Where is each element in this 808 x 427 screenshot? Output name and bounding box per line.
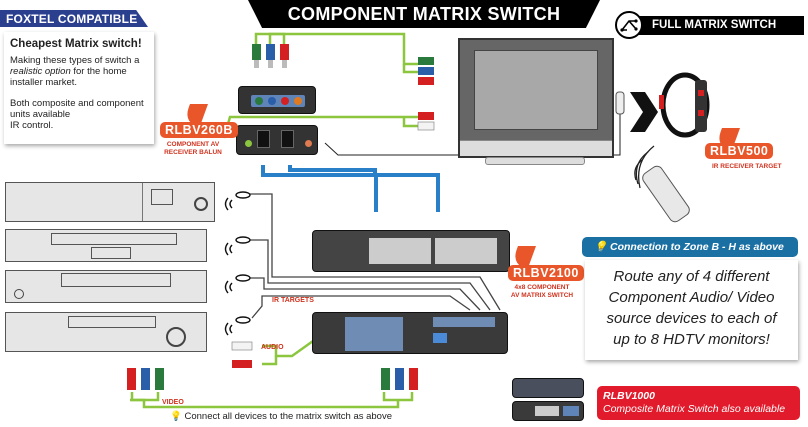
info-heading: Cheapest Matrix switch!	[10, 38, 142, 50]
composite-product-banner: RLBV1000 Composite Matrix Switch also av…	[597, 386, 800, 420]
product-tag-rlbv500: RLBV500	[705, 143, 774, 159]
ir-target-line-3	[250, 277, 481, 311]
audio-cable-matrix-b	[262, 356, 278, 366]
product-tag-rlbv2100: RLBV2100	[508, 265, 584, 281]
ir-target-line-1	[250, 193, 501, 311]
product-desc-rlbv500: IR RECEIVER TARGET	[712, 163, 782, 170]
connect-all-text: Connect all devices to the matrix switch…	[184, 411, 392, 422]
audio-label: AUDIO	[261, 344, 284, 351]
rca-plugs-audio	[231, 341, 253, 368]
desc-line: COMPONENT AV	[166, 141, 220, 148]
product-desc-rlbv260b: COMPONENT AV RECEIVER BALUN	[158, 141, 228, 157]
hdtv-monitor	[458, 38, 614, 158]
product-tag-rlbv1000: RLBV1000	[603, 390, 655, 402]
cat5-cable-1	[261, 165, 378, 212]
audio-cable-branch	[402, 117, 418, 128]
info-text: Both composite and component	[10, 98, 144, 109]
zone-connection-bar: 💡 Connection to Zone B - H as above	[582, 237, 798, 257]
connect-all-note: 💡 Connect all devices to the matrix swit…	[170, 411, 392, 422]
remote-control-icon	[642, 165, 690, 223]
route-line: up to 8 HDTV monitors!	[613, 331, 770, 348]
info-text: for the home installer market.	[10, 66, 127, 88]
video-cable-r	[382, 392, 414, 402]
desc-line: 4x8 COMPONENT	[514, 284, 570, 291]
desc-line: AV MATRIX SWITCH	[510, 292, 574, 299]
source-device-4	[5, 312, 207, 352]
info-paragraph-1: Making these types of switch a realistic…	[10, 55, 148, 88]
matrix-switch-device	[312, 312, 508, 354]
page-title: COMPONENT MATRIX SWITCH	[248, 0, 600, 28]
rca-plugs-video-right	[381, 368, 418, 390]
rca-plugs-video-left	[127, 368, 164, 390]
ir-plug-tv	[615, 91, 625, 115]
component-cable-top-branch-r	[402, 64, 418, 74]
info-text: units available	[10, 109, 71, 120]
lightbulb-icon: 💡	[594, 241, 608, 253]
component-receiver-device	[238, 86, 316, 114]
info-emphasis: realistic option	[10, 66, 71, 77]
ir-targets-label: IR TARGETS	[272, 297, 314, 304]
remote-signal-icon	[634, 145, 655, 189]
video-label: VIDEO	[162, 399, 184, 406]
desc-line: RECEIVER BALUN	[164, 149, 222, 156]
info-paragraph-2: Both composite and component units avail…	[10, 98, 148, 131]
source-device-3	[5, 270, 207, 303]
ir-target-line-2	[250, 239, 491, 311]
rca-plugs-tv	[417, 57, 435, 131]
lightbulb-icon: 💡	[170, 411, 182, 422]
info-box: Cheapest Matrix switch! Making these typ…	[4, 32, 154, 144]
video-cable	[130, 392, 400, 409]
ir-target-line-4	[251, 295, 471, 319]
composite-switch-front	[512, 378, 584, 398]
route-line: source devices to each of	[606, 310, 777, 327]
zone-connection-text: Connection to Zone B - H as above	[610, 241, 784, 253]
route-description-box: Route any of 4 different Component Audio…	[585, 260, 798, 360]
chevron-right-icon	[630, 92, 658, 132]
composite-switch-back	[512, 401, 584, 421]
component-cable-top	[268, 32, 418, 66]
ir-emitters	[224, 191, 251, 336]
route-line: Route any of 4 different	[613, 268, 770, 285]
cat5-cable-2	[288, 165, 440, 212]
source-device-2	[5, 229, 207, 262]
info-text: Making these types of switch a	[10, 55, 140, 66]
component-cable-top-branch	[254, 32, 286, 45]
product-desc-rlbv2100: 4x8 COMPONENT AV MATRIX SWITCH	[505, 284, 579, 300]
full-matrix-badge: FULL MATRIX SWITCH	[630, 16, 804, 35]
tv-stand	[485, 157, 585, 165]
foxtel-badge: FOXTEL COMPATIBLE	[0, 10, 148, 27]
product-desc-rlbv1000: Composite Matrix Switch also available	[603, 403, 786, 415]
source-device-1	[5, 182, 215, 222]
ir-receiver-target	[659, 72, 710, 138]
cat5-switch-device	[312, 230, 510, 272]
balun-device	[236, 125, 318, 155]
rca-plugs-top	[252, 44, 289, 68]
video-cable-l	[130, 392, 160, 402]
route-line: Component Audio/ Video	[608, 289, 775, 306]
info-text: IR control.	[10, 120, 54, 131]
matrix-routing-icon	[615, 11, 643, 39]
product-tag-rlbv260b: RLBV260B	[160, 122, 238, 138]
